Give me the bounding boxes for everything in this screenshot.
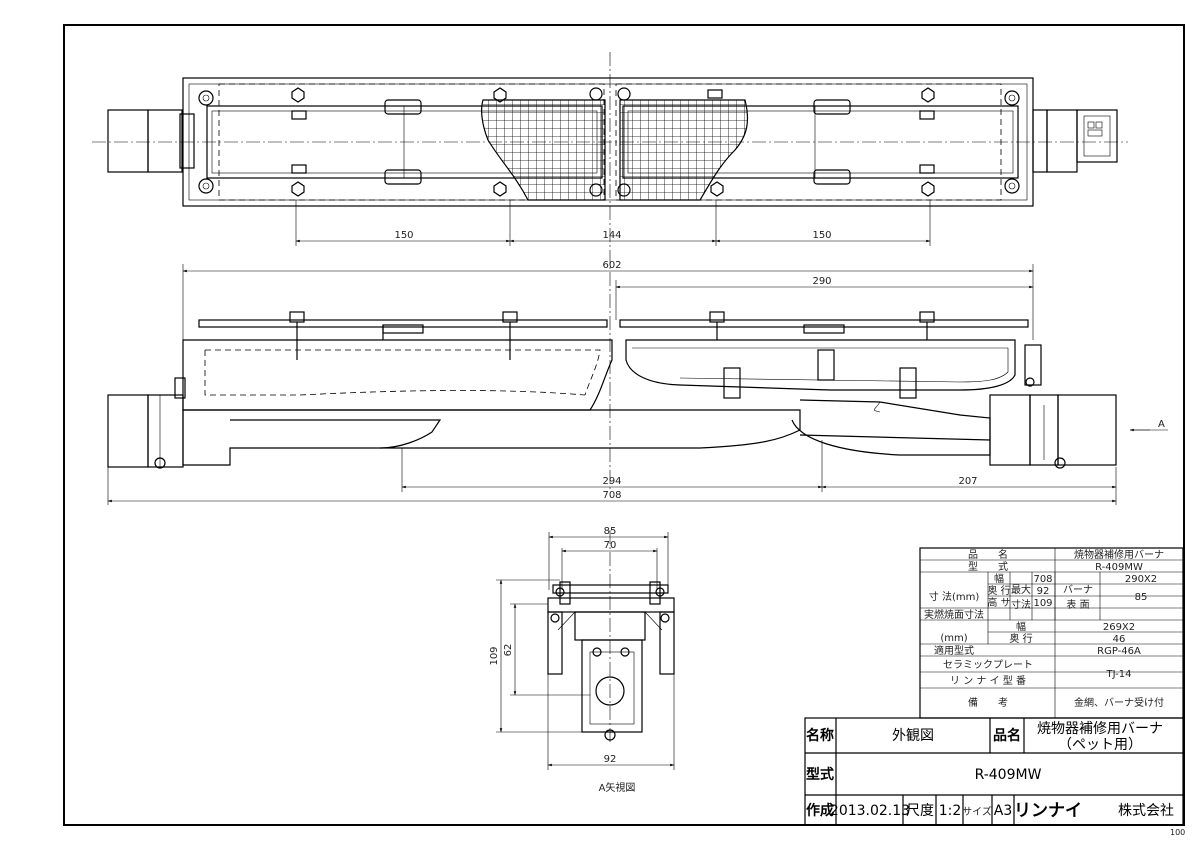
title-value: R-409MW xyxy=(975,767,1042,783)
front-view: A xyxy=(107,311,1168,469)
front-bottom-dimensions: 294 207 708 xyxy=(107,440,1117,505)
title-label: 名称 xyxy=(806,727,834,744)
spec-value: 708 xyxy=(1033,574,1052,585)
spec-value: 46 xyxy=(1113,634,1126,645)
title-label: 尺度 xyxy=(906,803,934,819)
company-logo: リンナイ xyxy=(1014,801,1082,821)
title-label: 型式 xyxy=(806,766,834,783)
title-label: サイズ xyxy=(962,805,992,818)
spec-label: 寸 法(mm) xyxy=(929,590,980,603)
spec-label: 奥 行 xyxy=(987,584,1010,597)
title-value: （ペット用） xyxy=(1058,737,1142,753)
spec-value: 269X2 xyxy=(1103,622,1135,633)
spec-value: 92 xyxy=(1037,586,1050,597)
spec-label: 寸法 xyxy=(1011,598,1031,611)
end-view-dimensions: 85 70 109 62 92 A矢視図 xyxy=(489,526,675,794)
dim-text: 70 xyxy=(604,540,617,551)
drawing-frame xyxy=(63,24,1185,826)
view-arrow-label: A xyxy=(1158,419,1165,430)
spec-value: 焼物器補修用バーナ xyxy=(1074,548,1164,561)
company-name: 株式会社 xyxy=(1118,803,1174,819)
spec-value: 85 xyxy=(1135,592,1148,603)
spec-label: 表 面 xyxy=(1066,598,1089,611)
front-top-dimensions: 602 290 xyxy=(182,260,1034,340)
dim-text: 290 xyxy=(812,276,831,287)
spec-label: 高 サ xyxy=(987,596,1010,609)
plan-dimensions: 150 144 150 xyxy=(295,200,931,246)
dim-text: 62 xyxy=(503,644,514,657)
spec-label: 実燃焼面寸法 xyxy=(924,608,984,621)
title-label: 作成 xyxy=(806,802,834,819)
dim-text: 294 xyxy=(602,476,621,487)
spec-table: 品 名 焼物器補修用バーナ 型 式 R-409MW 寸 法(mm) 幅 奥 行 … xyxy=(919,547,1184,719)
spec-label: 型 式 xyxy=(968,560,1008,573)
spec-label: 最大 xyxy=(1011,583,1031,596)
dim-text: 85 xyxy=(604,526,617,537)
dim-text: 109 xyxy=(489,646,500,665)
title-value: 外観図 xyxy=(892,727,934,744)
dim-text: 92 xyxy=(604,754,617,765)
spec-label: 奥 行 xyxy=(1009,632,1032,645)
spec-label: 適用型式 xyxy=(934,644,974,657)
spec-value: RGP-46A xyxy=(1097,646,1141,657)
title-value: 2013.02.13 xyxy=(830,803,910,819)
title-value: 焼物器補修用バーナ xyxy=(1037,721,1163,737)
title-label: 品名 xyxy=(993,727,1021,744)
corner-note: 100 xyxy=(1170,828,1185,837)
dim-text: 708 xyxy=(602,490,621,501)
dim-text: 144 xyxy=(602,230,621,241)
title-block: 名称 外観図 品名 焼物器補修用バーナ （ペット用） 型式 R-409MW 作成… xyxy=(804,717,1184,826)
end-view-caption: A矢視図 xyxy=(599,781,636,794)
title-value: A3 xyxy=(994,803,1012,819)
spec-value: 金網、バーナ受け付 xyxy=(1074,696,1164,709)
spec-label: 幅 xyxy=(1016,620,1026,633)
dim-text: 150 xyxy=(394,230,413,241)
spec-label: 備 考 xyxy=(968,696,1008,709)
end-view xyxy=(547,530,675,745)
spec-value: R-409MW xyxy=(1095,562,1143,573)
spec-label: セラミックプレート xyxy=(943,659,1033,671)
plan-view xyxy=(92,52,1128,490)
spec-value: 290X2 xyxy=(1125,574,1157,585)
spec-label: バーナ xyxy=(1063,584,1093,596)
dim-text: 602 xyxy=(602,260,621,271)
spec-label: リ ン ナ イ 型 番 xyxy=(950,674,1026,687)
spec-value: 109 xyxy=(1033,598,1052,609)
dim-text: 150 xyxy=(812,230,831,241)
spec-label: (mm) xyxy=(940,633,967,644)
title-value: 1:2 xyxy=(939,803,962,819)
spec-value: TJ-14 xyxy=(1105,669,1131,680)
spec-label: 幅 xyxy=(994,572,1004,585)
dim-text: 207 xyxy=(958,476,977,487)
spec-label: 品 名 xyxy=(968,548,1008,561)
